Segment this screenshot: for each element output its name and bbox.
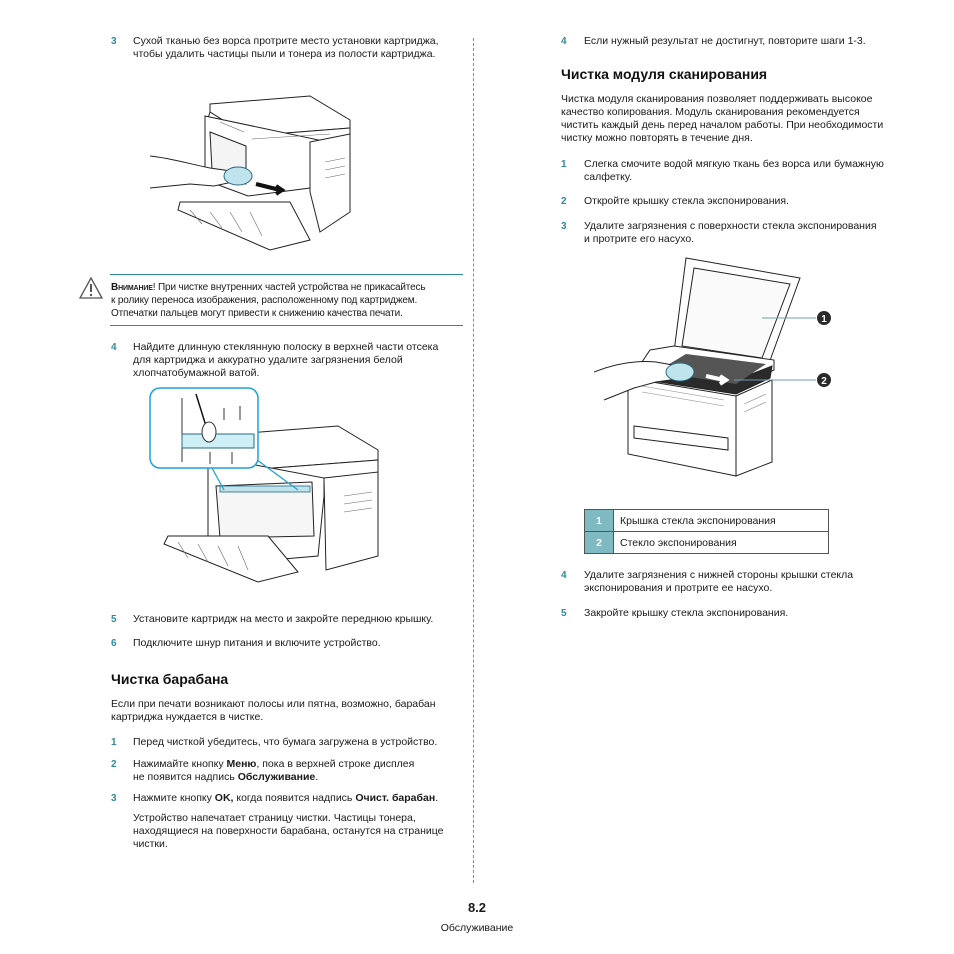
step-text: Слегка смочите водой мягкую ткань без во… [584,158,884,183]
warning-icon [78,276,104,299]
footer-section-title: Обслуживание [440,922,514,934]
caution-body: ! При чистке внутренних частей устройств… [111,282,426,319]
step-number: 5 [561,608,567,619]
text-run: . [435,792,439,804]
step-number: 4 [561,36,567,47]
step-number: 2 [111,759,117,770]
caution-text: Внимание! При чистке внутренних частей у… [111,281,471,320]
callout-label-2: 2 [821,376,827,387]
text-run: не появится надпись [133,771,238,783]
table-row: 2 Стекло экспонирования [584,531,829,554]
text-run: . [315,771,319,783]
legend-number: 1 [584,509,614,532]
callout-legend-table: 1 Крышка стекла экспонирования 2 Стекло … [584,509,829,554]
section-heading: Чистка барабана [111,671,229,687]
legend-number: 2 [584,531,614,554]
step-text: Перед чисткой убедитесь, что бумага загр… [133,736,438,748]
step-text: Нажимайте кнопку Меню, пока в верхней ст… [133,758,463,784]
step-number: 2 [561,196,567,207]
glass-strip-illustration [149,387,379,583]
callout-label-1: 1 [821,314,827,325]
step-text: Нажмите кнопку OK, когда появится надпис… [133,792,438,805]
printer-cleaning-illustration [150,95,351,251]
section-heading: Чистка модуля сканирования [561,66,768,82]
caution-bottom-rule [110,325,463,326]
legend-label: Крышка стекла экспонирования [613,509,829,532]
step-number: 3 [111,36,117,47]
step-text: Закройте крышку стекла экспонирования. [584,607,789,619]
text-run: Нажимайте кнопку [133,758,227,770]
caution-top-rule [110,274,463,275]
step-text: Удалите загрязнения с нижней стороны кры… [584,569,854,594]
step-text: Установите картридж на место и закройте … [133,613,434,625]
legend-label: Стекло экспонирования [613,531,829,554]
menu-key-label: Меню [226,758,257,770]
step-number: 3 [111,793,117,804]
section-intro: Если при печати возникают полосы или пят… [111,698,436,723]
step-number: 3 [561,221,567,232]
ok-key-label: OK, [214,792,234,804]
step-number: 1 [111,737,117,748]
section-intro: Чистка модуля сканирования позволяет под… [561,93,884,144]
step-note: Устройство напечатает страницу чистки. Ч… [133,812,444,850]
step-text: Откройте крышку стекла экспонирования. [584,195,789,207]
step-number: 1 [561,159,567,170]
column-divider [473,38,474,883]
step-text: Подключите шнур питания и включите устро… [133,637,381,649]
text-run: , пока в верхней строке дисплея [256,758,415,770]
step-text: Сухой тканью без ворса протрите место ус… [133,35,439,60]
step-number: 4 [111,342,117,353]
drum-clean-label: Очист. барабан [355,792,436,804]
step-text: Если нужный результат не достигнут, повт… [584,35,866,47]
service-label: Обслуживание [237,771,316,783]
step-number: 6 [111,638,117,649]
text-run: когда появится надпись [233,792,356,804]
table-row: 1 Крышка стекла экспонирования [584,509,829,532]
step-number: 4 [561,570,567,581]
scanner-illustration: 1 2 [594,257,831,477]
step-text: Найдите длинную стеклянную полоску в вер… [133,341,439,379]
page-number: 8.2 [467,900,487,915]
text-run: Нажмите кнопку [133,792,215,804]
step-number: 5 [111,614,117,625]
step-text: Удалите загрязнения с поверхности стекла… [584,220,877,245]
caution-label: Внимание [111,282,153,293]
